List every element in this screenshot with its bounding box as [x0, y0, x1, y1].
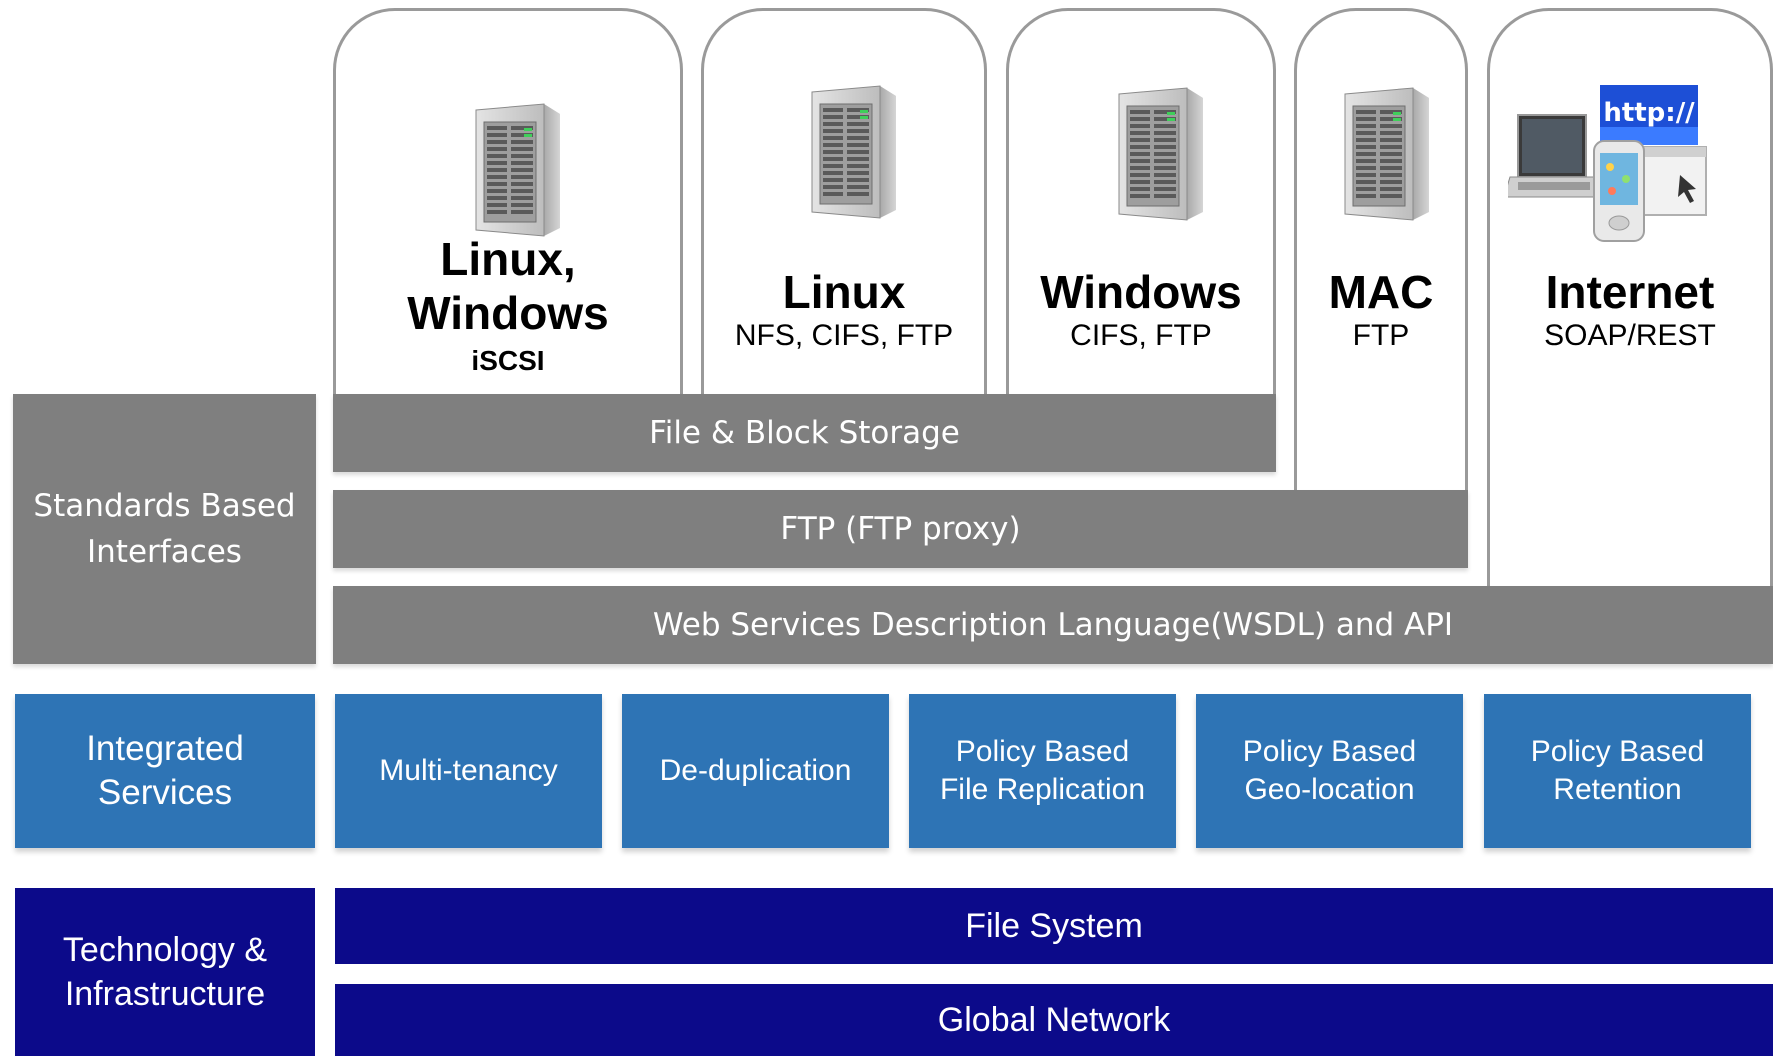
- column-subtitle: CIFS, FTP: [1070, 319, 1212, 352]
- column-title: Linux: [782, 266, 906, 318]
- column-subtitle: SOAP/REST: [1544, 319, 1716, 352]
- technology-infrastructure-label: Technology & Infrastructure: [15, 888, 315, 1056]
- service-retention: Policy Based Retention: [1484, 694, 1751, 848]
- service-de-duplication: De-duplication: [622, 694, 889, 848]
- column-title: Internet: [1545, 266, 1715, 318]
- service-file-replication: Policy Based File Replication: [909, 694, 1176, 848]
- wsdl-api-bar: Web Services Description Language(WSDL) …: [333, 586, 1773, 664]
- column-linux-windows: Linux, Windows iSCSI: [333, 8, 683, 394]
- column-title: Windows: [1040, 266, 1242, 318]
- column-title: MAC: [1328, 266, 1434, 318]
- column-title: Linux, Windows: [407, 233, 609, 339]
- column-subtitle: NFS, CIFS, FTP: [734, 319, 954, 352]
- column-linux: Linux NFS, CIFS, FTP: [701, 8, 987, 394]
- column-internet: http:// Internet SOAP/REST: [1487, 8, 1773, 586]
- column-subtitle: FTP: [1352, 319, 1410, 352]
- server-tower-icon: [792, 77, 902, 227]
- file-block-storage-bar: File & Block Storage: [333, 394, 1276, 472]
- integrated-services-label: Integrated Services: [15, 694, 315, 848]
- global-network-bar: Global Network: [335, 984, 1773, 1056]
- svg-text:http://: http://: [1603, 98, 1695, 128]
- service-geo-location: Policy Based Geo-location: [1196, 694, 1463, 848]
- server-tower-icon: [1099, 79, 1209, 229]
- service-multi-tenancy: Multi-tenancy: [335, 694, 602, 848]
- server-tower-icon: [456, 95, 566, 245]
- internet-devices-icon: http://: [1508, 85, 1707, 242]
- ftp-proxy-bar: FTP (FTP proxy): [333, 490, 1468, 568]
- server-tower-icon: [1325, 79, 1435, 229]
- column-mac: MAC FTP: [1294, 8, 1468, 490]
- file-system-bar: File System: [335, 888, 1773, 964]
- column-subtitle: iSCSI: [471, 345, 545, 376]
- column-windows: Windows CIFS, FTP: [1006, 8, 1276, 394]
- standards-based-interfaces-label: Standards Based Interfaces: [13, 394, 316, 664]
